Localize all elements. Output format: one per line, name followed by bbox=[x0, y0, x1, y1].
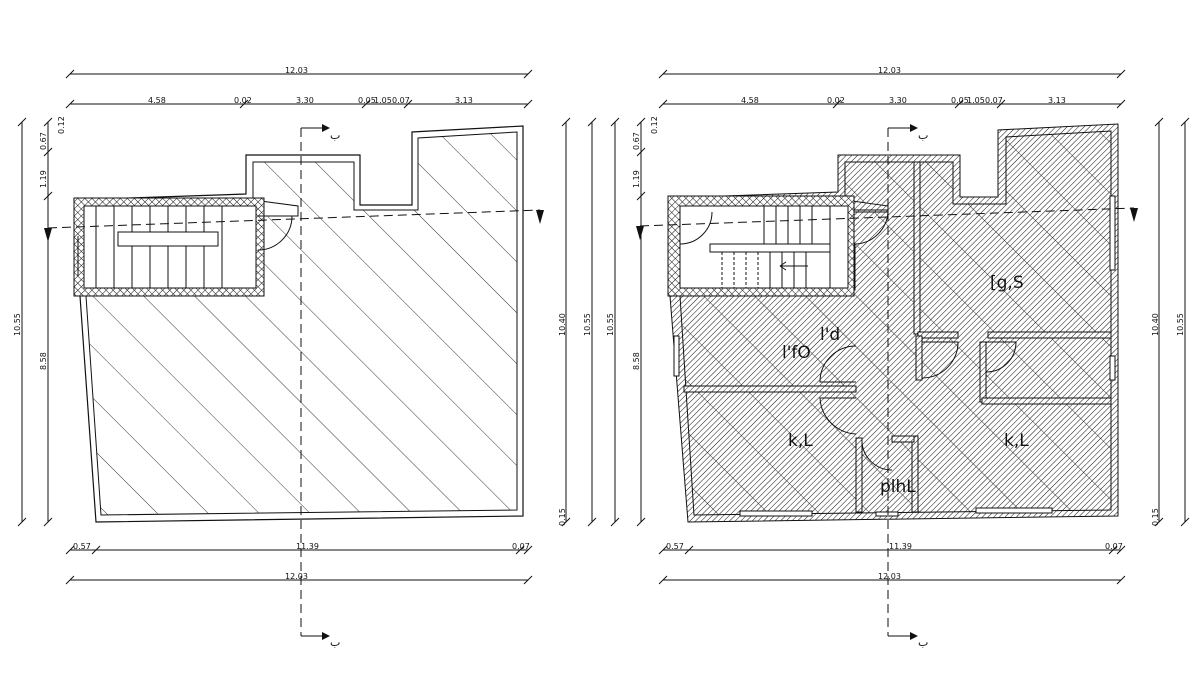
section-line: ب ب bbox=[44, 124, 544, 649]
dimension-top-left: 12.03 4.58 0.02 3.30 0.05 1.05 0.07 3.13 bbox=[65, 66, 533, 109]
stair-treads bbox=[95, 206, 223, 288]
section-mark: ب bbox=[330, 129, 340, 142]
dim-top-seg: 0.07 bbox=[985, 96, 1003, 105]
section-line: ب ب bbox=[636, 124, 1138, 649]
dim-bottom-seg: 11.39 bbox=[296, 542, 319, 551]
dim-left-seg: 1.19 bbox=[632, 170, 641, 188]
dim-right-overall: 10.55 bbox=[583, 313, 592, 336]
dim-right-seg: 10.40 bbox=[1151, 313, 1160, 336]
dimension-left-left: 0.12 0.67 1.19 8.58 10.55 bbox=[13, 116, 66, 527]
room-label: k,L bbox=[1004, 431, 1029, 451]
dim-left-seg: 8.58 bbox=[39, 352, 48, 370]
room-label: l'fO bbox=[782, 343, 811, 363]
room-label: plhL bbox=[880, 477, 916, 497]
dim-left-seg: 0.67 bbox=[39, 132, 48, 150]
dim-top-seg: 4.58 bbox=[148, 96, 166, 105]
dim-left-overall: 10.55 bbox=[13, 313, 22, 336]
dim-top-seg: 1.05 bbox=[967, 96, 985, 105]
dimension-bottom-right: 0.57 11.39 0.07 12.03 bbox=[658, 542, 1126, 585]
dim-top-seg: 0.05 bbox=[951, 96, 969, 105]
dim-bottom-seg: 0.57 bbox=[73, 542, 91, 551]
section-mark: ب bbox=[918, 129, 928, 142]
dim-top-seg: 0.05 bbox=[358, 96, 376, 105]
dim-bottom-seg: 11.39 bbox=[889, 542, 912, 551]
dim-left-seg: 0.67 bbox=[632, 132, 641, 150]
dimension-right-right: 10.40 10.55 0.15 bbox=[1151, 117, 1190, 527]
plan-right: 12.03 4.58 0.02 3.30 0.05 1.05 0.07 3.13… bbox=[606, 66, 1190, 649]
dim-top-seg: 3.30 bbox=[889, 96, 907, 105]
hatched-floor bbox=[679, 130, 1112, 516]
dimension-left-right: 0.12 0.67 1.19 8.58 10.55 bbox=[606, 116, 659, 527]
dim-left-seg: 0.12 bbox=[650, 116, 659, 134]
dim-left-overall: 10.55 bbox=[606, 313, 615, 336]
dimension-right-left: 10.40 10.55 0.15 bbox=[558, 117, 597, 527]
stair-treads bbox=[709, 206, 831, 288]
dim-top-overall: 12.03 bbox=[878, 66, 901, 75]
windows bbox=[673, 195, 1116, 517]
room-label: k,L bbox=[788, 431, 813, 451]
section-mark: ب bbox=[918, 636, 928, 649]
room-label: l'd bbox=[820, 325, 840, 345]
dim-top-seg: 0.02 bbox=[827, 96, 845, 105]
dim-right-seg: 0.15 bbox=[558, 508, 567, 526]
dim-left-seg: 1.19 bbox=[39, 170, 48, 188]
dim-right-seg: 0.15 bbox=[1151, 508, 1160, 526]
dim-bottom-seg: 0.07 bbox=[1105, 542, 1123, 551]
dim-top-seg: 3.30 bbox=[296, 96, 314, 105]
dim-bottom-overall: 12.03 bbox=[285, 572, 308, 581]
dim-left-seg: 0.12 bbox=[57, 116, 66, 134]
dim-left-seg: 8.58 bbox=[632, 352, 641, 370]
door-swings bbox=[679, 209, 1017, 471]
dim-top-overall: 12.03 bbox=[285, 66, 308, 75]
stair-well bbox=[83, 205, 257, 289]
section-mark: ب bbox=[330, 636, 340, 649]
plan-left: 12.03 4.58 0.02 3.30 0.05 1.05 0.07 3.13… bbox=[13, 66, 597, 649]
room-label: [g,S bbox=[990, 273, 1024, 293]
dim-bottom-seg: 0.07 bbox=[512, 542, 530, 551]
dim-top-seg: 1.05 bbox=[374, 96, 392, 105]
dim-right-seg: 10.40 bbox=[558, 313, 567, 336]
dim-bottom-overall: 12.03 bbox=[878, 572, 901, 581]
dimension-bottom-left: 0.57 11.39 0.07 12.03 bbox=[65, 542, 533, 585]
door-swing bbox=[257, 215, 293, 251]
dim-top-seg: 3.13 bbox=[1048, 96, 1066, 105]
interior-walls bbox=[683, 161, 1112, 513]
dim-top-seg: 4.58 bbox=[741, 96, 759, 105]
dim-top-seg: 0.07 bbox=[392, 96, 410, 105]
dimension-top-right: 12.03 4.58 0.02 3.30 0.05 1.05 0.07 3.13 bbox=[658, 66, 1126, 109]
dim-top-seg: 3.13 bbox=[455, 96, 473, 105]
dim-right-overall: 10.55 bbox=[1176, 313, 1185, 336]
dim-bottom-seg: 0.57 bbox=[666, 542, 684, 551]
room-labels: [g,S l'd l'fO k,L k,L plhL bbox=[782, 273, 1029, 497]
dim-top-seg: 0.02 bbox=[234, 96, 252, 105]
